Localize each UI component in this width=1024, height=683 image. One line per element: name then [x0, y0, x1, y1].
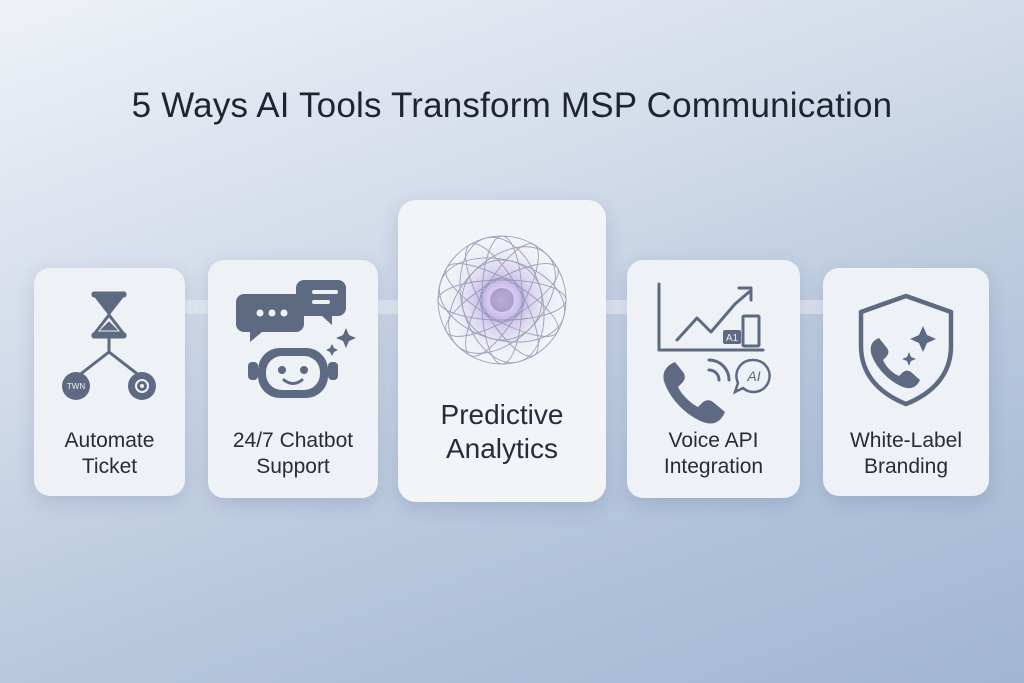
card-label: 24/7 Chatbot Support [232, 429, 354, 478]
card-label: Voice API Integration [663, 429, 764, 478]
ticket-badge-text: TWN [67, 382, 85, 391]
card-automate-ticket[interactable]: TWN Automate Ticket [34, 268, 185, 496]
card-white-label[interactable]: White-Label Branding [823, 268, 989, 496]
chatbot-robot-icon [236, 280, 356, 398]
hourglass-workflow-icon: TWN [62, 291, 156, 400]
phone-chart-icon: A1 AI [657, 282, 771, 424]
shield-phone-icon [858, 293, 954, 407]
ai-badge-text: AI [746, 368, 760, 384]
sphere-network-icon [437, 235, 567, 365]
page-title: 5 Ways AI Tools Transform MSP Communicat… [131, 86, 893, 125]
card-predictive-analytics[interactable]: Predictive Analytics [398, 200, 606, 502]
card-chatbot-support[interactable]: 24/7 Chatbot Support [208, 260, 378, 498]
card-label: White-Label Branding [849, 429, 963, 478]
card-voice-api[interactable]: A1 AI Voice API Integration [627, 260, 800, 498]
chart-badge-text: A1 [726, 333, 739, 344]
card-label: Predictive Analytics [440, 399, 564, 464]
card-label: Automate Ticket [64, 429, 155, 478]
